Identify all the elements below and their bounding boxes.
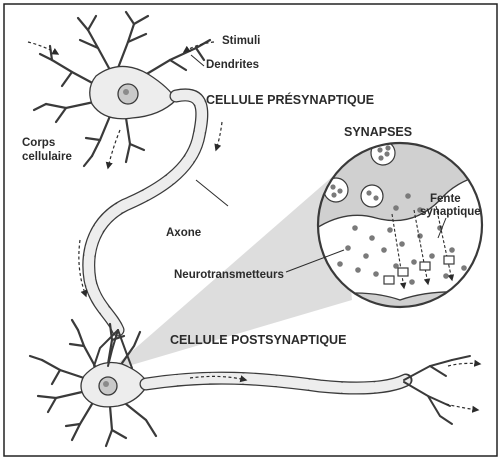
label-corps-line1: Corps (22, 137, 55, 149)
label-fente-line1: Fente (430, 193, 461, 205)
label-fente-line2: synaptique (420, 206, 481, 218)
label-stimuli: Stimuli (222, 35, 260, 47)
label-corps-line2: cellulaire (22, 151, 72, 163)
label-axone: Axone (166, 227, 201, 239)
label-neurotransmitters: Neurotransmetteurs (174, 269, 284, 281)
label-synapses: SYNAPSES (344, 125, 412, 139)
label-presynaptic-cell: CELLULE PRÉSYNAPTIQUE (206, 92, 374, 107)
label-postsynaptic-cell: CELLULE POSTSYNAPTIQUE (170, 333, 346, 347)
label-dendrites: Dendrites (206, 59, 259, 71)
